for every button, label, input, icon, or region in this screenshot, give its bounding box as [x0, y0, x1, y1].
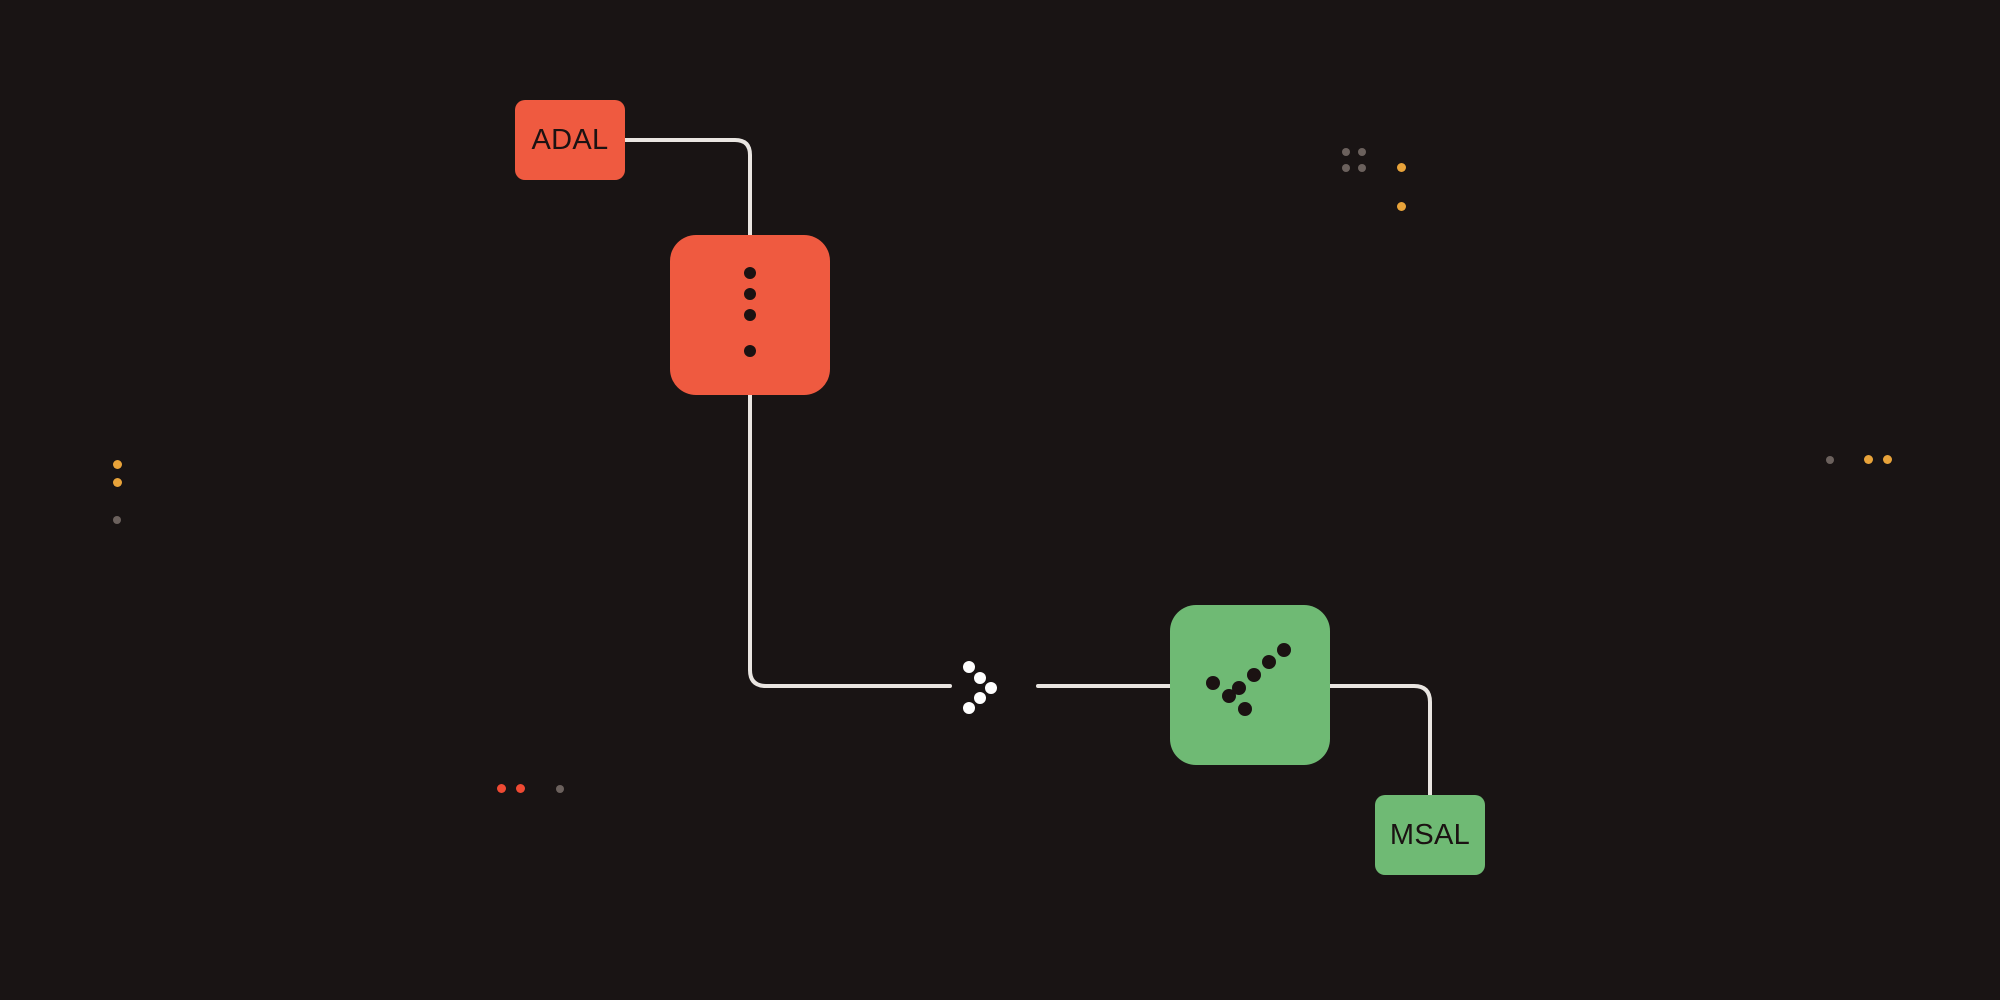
scatter-dot-gray-2	[1358, 148, 1366, 156]
node-msal[interactable]: MSAL	[1375, 795, 1485, 875]
chevron-right-dots-icon	[963, 661, 997, 714]
scatter-dot-amber-6	[1883, 455, 1892, 464]
connector-ok-to-msal	[1326, 684, 1432, 802]
node-adal[interactable]: ADAL	[515, 100, 625, 180]
exclamation-dots-icon	[744, 267, 756, 357]
scatter-dot-gray-6	[1826, 456, 1834, 464]
node-adal-label: ADAL	[531, 123, 609, 156]
node-error-box[interactable]	[670, 235, 830, 395]
checkmark-dots-icon	[1206, 643, 1291, 716]
scatter-dot-amber-2	[1397, 202, 1406, 211]
connector-error-to-arrow	[748, 390, 952, 688]
scatter-dot-gray-3	[1342, 164, 1350, 172]
scatter-dot-amber-3	[113, 460, 122, 469]
connector-adal-to-error	[623, 138, 752, 242]
node-success-box[interactable]	[1170, 605, 1330, 765]
scatter-dot-gray-7	[556, 785, 564, 793]
scatter-dot-red-1	[497, 784, 506, 793]
scatter-dot-amber-1	[1397, 163, 1406, 172]
scatter-dot-gray-1	[1342, 148, 1350, 156]
scatter-dot-gray-5	[113, 516, 121, 524]
scatter-dot-gray-4	[1358, 164, 1366, 172]
scatter-dot-red-2	[516, 784, 525, 793]
scatter-dot-amber-5	[1864, 455, 1873, 464]
node-msal-label: MSAL	[1389, 818, 1471, 851]
flow-arrow	[962, 660, 1006, 714]
scatter-dot-amber-4	[113, 478, 122, 487]
